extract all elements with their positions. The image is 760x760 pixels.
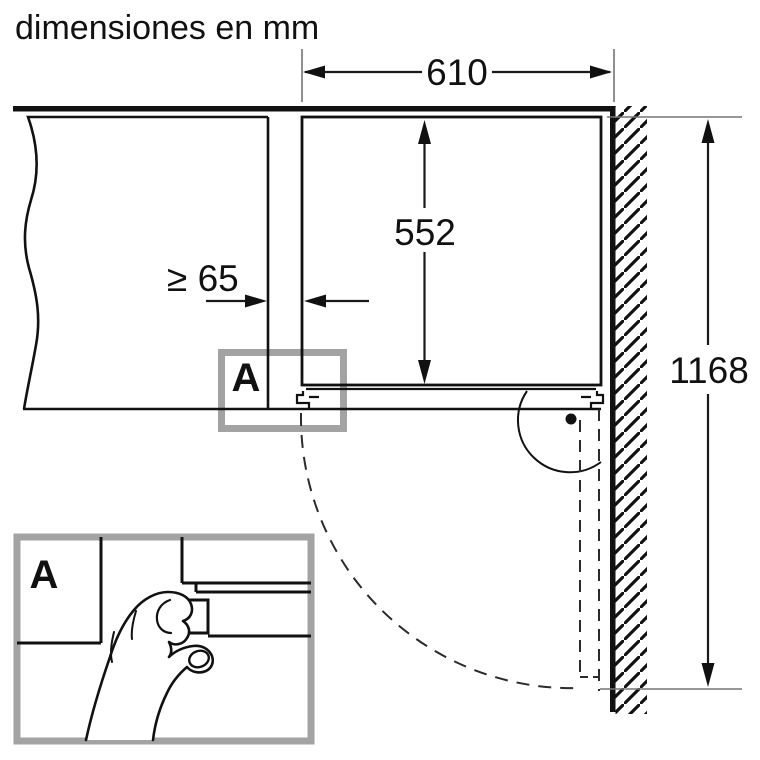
plinth (295, 387, 605, 409)
wall-hatch (615, 106, 647, 714)
dim-niche-height: 552 (394, 120, 456, 384)
arrow-right-icon (245, 294, 267, 308)
door-swing-arc-dashed (299, 412, 583, 690)
dim-side-clearance-label: ≥ 65 (167, 258, 239, 299)
dim-niche-height-label: 552 (394, 212, 456, 253)
plinth-clip-left (295, 391, 319, 409)
arrow-up-icon (701, 119, 715, 143)
door-edge-arc (517, 390, 602, 474)
dim-overall-height: 1168 (600, 116, 749, 690)
dim-side-clearance: ≥ 65 (167, 258, 369, 308)
door-swing (299, 390, 602, 691)
hand-illustration (84, 590, 215, 742)
callout-a-label: A (232, 356, 261, 400)
arrow-down-icon (418, 360, 431, 384)
plinth-clip-right (581, 391, 605, 409)
inset-a-label: A (30, 553, 59, 597)
callout-a-box (218, 349, 347, 432)
diagram-title: dimensiones en mm (15, 9, 319, 47)
dim-top-width-label: 610 (426, 52, 488, 93)
arrow-down-icon (701, 663, 715, 687)
inset-cabinet-lines (17, 537, 311, 645)
arrow-left-icon (304, 294, 326, 308)
arrow-right-icon (590, 65, 612, 79)
appliance-box (300, 115, 603, 387)
left-cabinet (22, 115, 270, 410)
wall-section (610, 106, 647, 714)
hinge-dot (565, 413, 577, 425)
arrow-up-icon (418, 120, 431, 144)
hand-finger-curl (155, 598, 173, 635)
dim-top-width: 610 (301, 49, 615, 102)
thumbnail (188, 649, 210, 669)
worktop-line (13, 106, 616, 112)
dim-overall-height-label: 1168 (669, 350, 749, 391)
detail-inset-frame (13, 533, 315, 745)
arrow-left-icon (303, 65, 325, 79)
detail-inset: A (13, 533, 315, 745)
hand-crease-lines (109, 610, 137, 663)
